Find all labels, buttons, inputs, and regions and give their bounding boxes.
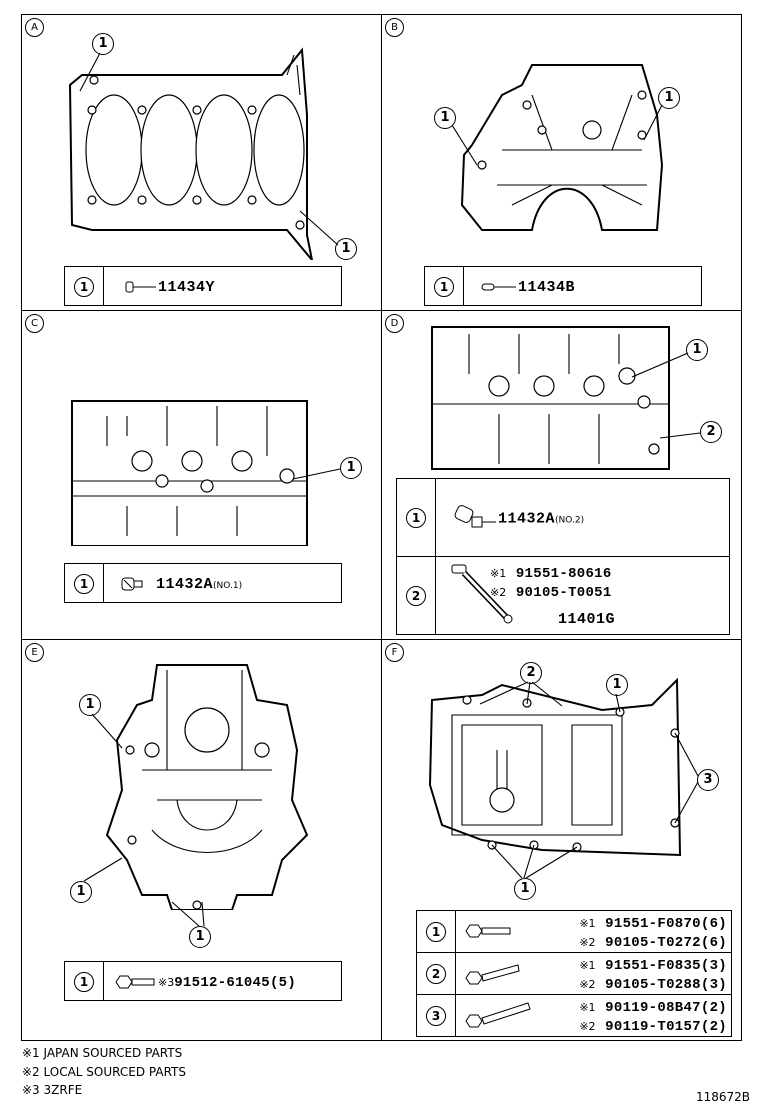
panel-letter: D <box>385 314 404 333</box>
oil-pan-bottom-view <box>428 677 682 857</box>
panel-letter: B <box>385 18 404 37</box>
leader-lines <box>83 713 205 927</box>
panel-f: F 2 1 3 1 1 ※1 91551-F0870(6) ※2 90105-T… <box>381 639 742 1041</box>
quantity: (2) <box>700 999 727 1016</box>
bolt-icon <box>115 975 155 988</box>
bolt-icon <box>465 964 520 985</box>
parts-table: 1 11432A(NO.2) 2 ※1 91551-80616 ※2 90105… <box>396 478 730 635</box>
callout-1: 1 <box>658 87 680 109</box>
leader-lines <box>479 681 699 879</box>
row-index: 2 <box>396 556 436 635</box>
bolt-icon <box>465 924 511 938</box>
callout-1: 1 <box>686 339 708 361</box>
part-number[interactable]: 11434Y <box>158 279 216 296</box>
callout-1: 1 <box>79 694 101 716</box>
part-number[interactable]: 90119-T0157 <box>605 1018 701 1035</box>
source-mark: ※1 <box>490 567 507 580</box>
cylinder-block-rear-view <box>460 64 664 231</box>
callout-1: 1 <box>434 107 456 129</box>
source-mark: ※2 <box>579 935 596 949</box>
part-note: (NO.2) <box>555 515 585 525</box>
cylinder-block-top-view <box>68 47 313 260</box>
cylinder-block-front-view <box>105 664 309 910</box>
part-number[interactable]: 11401G <box>558 611 616 628</box>
callout-1: 1 <box>335 238 357 260</box>
callout-1: 1 <box>514 878 536 900</box>
callout-1: 1 <box>189 926 211 948</box>
quantity: (3) <box>700 976 727 993</box>
oil-jet-icon <box>451 564 513 624</box>
figure-number: 118672B <box>695 1090 750 1104</box>
plug-icon <box>454 504 496 527</box>
quantity: (6) <box>700 915 727 932</box>
part-number[interactable]: 90119-08B47 <box>605 999 701 1016</box>
quantity: (2) <box>700 1018 727 1035</box>
part-number[interactable]: 91551-80616 <box>515 566 612 582</box>
cylinder-block-side-view <box>431 326 670 470</box>
panel-letter: F <box>385 643 404 662</box>
callout-1: 1 <box>340 457 362 479</box>
callout-1: 1 <box>92 33 114 55</box>
part-number[interactable]: 90105-T0288 <box>605 976 701 993</box>
part-number[interactable]: 91512-61045 <box>174 975 270 991</box>
leader-lines <box>292 468 341 480</box>
row-index: 1 <box>64 961 104 1001</box>
callout-2: 2 <box>700 421 722 443</box>
panel-d: D 1 2 1 11432A(NO.2) 2 ※1 91551-80616 ※2… <box>381 310 742 640</box>
parts-table: 1 ※1 91551-F0870(6) ※2 90105-T0272(6) 2 … <box>416 910 732 1037</box>
callout-1: 1 <box>606 674 628 696</box>
callout-1: 1 <box>70 881 92 903</box>
parts-table: 1 ※391512-61045(5) <box>64 961 342 1001</box>
panel-b: B 1 1 1 11434B <box>381 14 742 311</box>
source-mark: ※1 <box>579 1000 596 1014</box>
source-mark: ※1 <box>579 916 596 930</box>
cylinder-block-side-view <box>71 400 308 546</box>
plug-icon <box>121 577 143 590</box>
quantity: (6) <box>700 934 727 951</box>
row-index: 1 <box>396 478 436 557</box>
part-number[interactable]: 90105-T0272 <box>605 934 701 951</box>
quantity: (3) <box>700 957 727 974</box>
parts-table: 1 11432A(NO.1) <box>64 563 342 603</box>
part-number[interactable]: 91551-F0835 <box>605 957 701 974</box>
panel-c: C 1 1 11432A(NO.1) <box>21 310 382 640</box>
source-mark: ※2 <box>490 586 507 599</box>
part-number[interactable]: 90105-T0051 <box>515 585 612 601</box>
source-mark: ※2 <box>579 977 596 991</box>
source-mark: ※2 <box>579 1019 596 1033</box>
plug-icon <box>125 281 156 292</box>
footnote-2: ※2 LOCAL SOURCED PARTS <box>22 1065 186 1079</box>
row-index: 2 <box>416 952 456 995</box>
panel-a: A 1 1 1 11434Y <box>21 14 382 311</box>
part-number[interactable]: 11434B <box>518 279 576 296</box>
leader-lines <box>79 52 339 246</box>
footnote-1: ※1 JAPAN SOURCED PARTS <box>22 1046 183 1060</box>
row-index: 3 <box>416 994 456 1037</box>
panel-letter: E <box>25 643 44 662</box>
row-index: 1 <box>64 266 104 306</box>
callout-2: 2 <box>520 662 542 684</box>
footnote-3: ※3 3ZRFE <box>22 1083 83 1097</box>
leader-lines <box>631 352 701 439</box>
source-mark: ※3 <box>158 976 175 989</box>
part-number[interactable]: 91551-F0870 <box>605 915 701 932</box>
parts-table: 1 11434Y <box>64 266 342 306</box>
part-number[interactable]: 11432A <box>156 576 214 593</box>
bolt-icon <box>465 1002 531 1028</box>
parts-table: 1 11434B <box>424 266 702 306</box>
source-mark: ※1 <box>579 958 596 972</box>
panel-e: E 1 1 1 1 ※391512-61045(5) <box>21 639 382 1041</box>
pin-icon <box>481 283 516 290</box>
panel-letter: A <box>25 18 44 37</box>
leader-lines <box>451 104 663 166</box>
panel-letter: C <box>25 314 44 333</box>
part-note: (NO.1) <box>213 581 243 591</box>
row-index: 1 <box>64 563 104 603</box>
row-index: 1 <box>424 266 464 306</box>
part-number[interactable]: 11432A <box>498 510 556 527</box>
row-index: 1 <box>416 910 456 953</box>
callout-3: 3 <box>697 769 719 791</box>
quantity: (5) <box>269 975 297 991</box>
